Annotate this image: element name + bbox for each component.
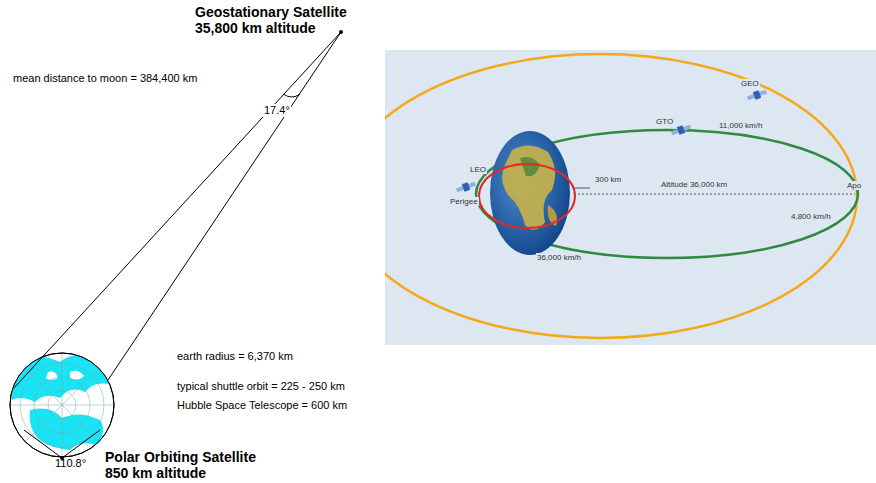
satellite-title: Geostationary Satellite <box>194 4 348 20</box>
angle-label: 110.8° <box>54 457 87 470</box>
speed-label: 11,000 km/h <box>718 121 763 130</box>
speed-label: 36,000 km/h <box>536 253 582 262</box>
satellite-icons <box>455 88 768 194</box>
view-cone <box>14 32 341 458</box>
satellite-title: Polar Orbiting Satellite <box>104 449 257 465</box>
angle-label: 17.4° <box>263 104 291 117</box>
point-label: Perigee <box>449 197 479 206</box>
point-label: Apo <box>846 181 862 190</box>
orbit-label: GEO <box>740 79 760 88</box>
geo-satellite-dot <box>339 30 343 34</box>
distance-label: Altitude 36,000 km <box>660 180 728 189</box>
orbit-panel <box>385 50 876 345</box>
orbit-label: LEO <box>469 165 487 174</box>
orbit-note: typical shuttle orbit = 225 - 250 km <box>176 380 346 393</box>
orbit-note: Hubble Space Telescope = 600 km <box>176 399 348 412</box>
polar-globe <box>10 353 114 457</box>
altitude-text: 35,800 km altitude <box>194 20 317 36</box>
orbit-label: GTO <box>655 117 674 126</box>
radius-note: earth radius = 6,370 km <box>176 350 294 363</box>
altitude-text: 850 km altitude <box>104 465 207 481</box>
distance-label: 300 km <box>594 175 622 184</box>
speed-label: 4,800 km/h <box>790 212 832 221</box>
orbit-drawing <box>385 54 858 338</box>
distance-note: mean distance to moon = 384,400 km <box>12 72 198 85</box>
